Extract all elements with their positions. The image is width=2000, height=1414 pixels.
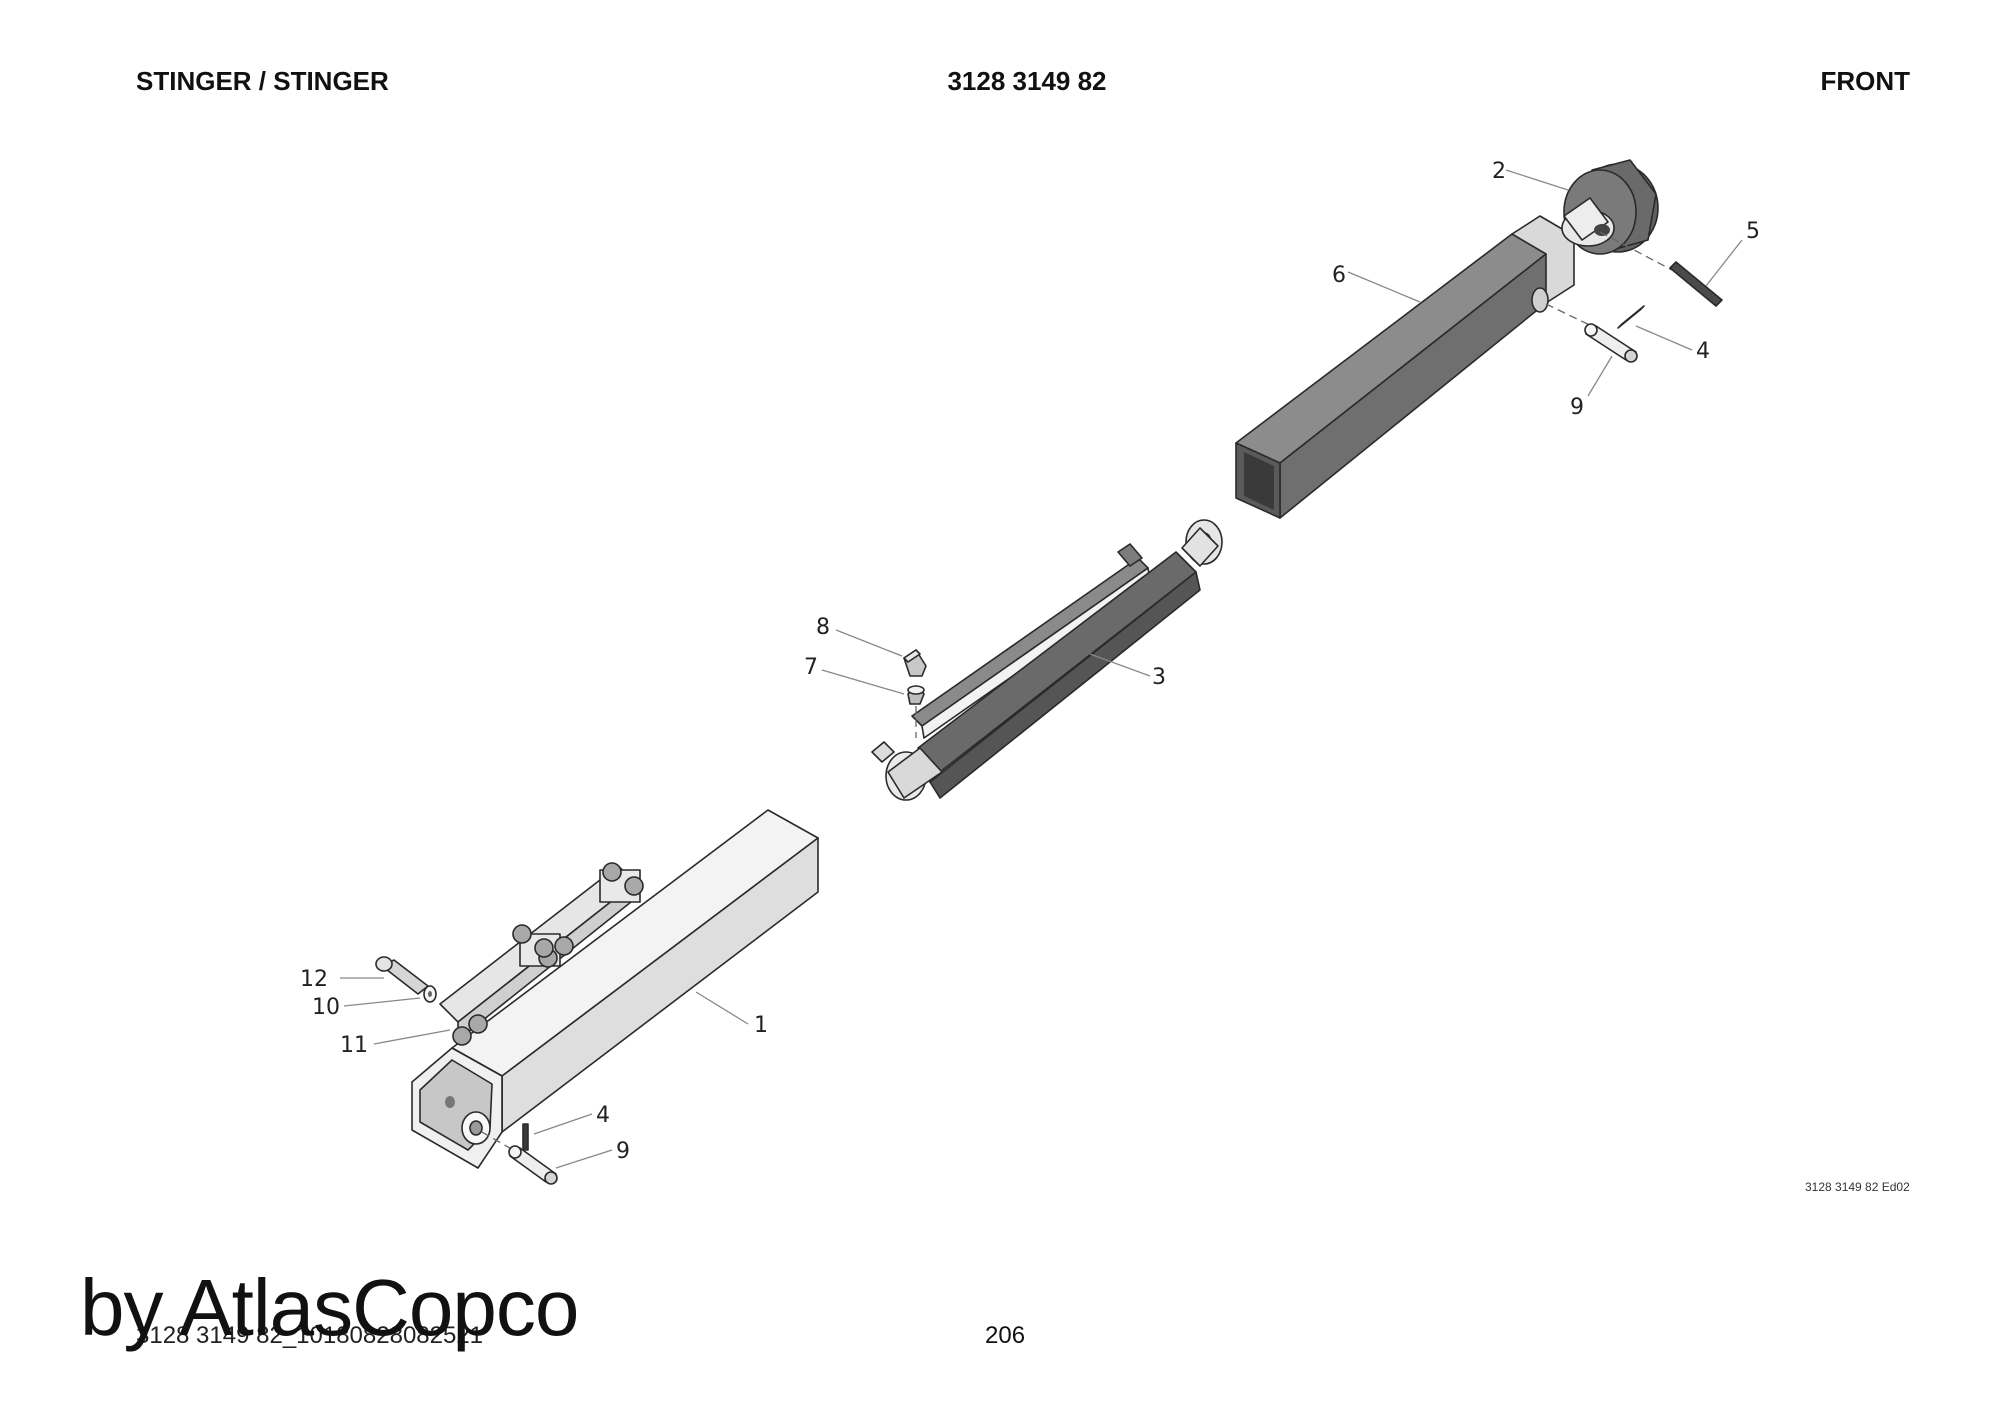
part-8-elbow-fitting [903,649,927,677]
page-number: 206 [985,1322,1026,1349]
callout-8: 8 [816,615,830,640]
document-title: STINGER / STINGER [136,66,389,96]
callout-4-lower: 4 [596,1103,610,1128]
part-11-nuts [452,862,644,1046]
part-number: 3128 3149 82 [947,66,1107,96]
part-12-bolt [375,956,429,995]
footer-file-id: 3128 3149 82_10180828082521 [136,1322,484,1349]
part-4-spring-pin-lower [522,1123,529,1151]
view-label: FRONT [1820,66,1910,96]
callout-10: 10 [312,995,340,1020]
part-5-pin [1669,261,1723,307]
part-3-hydraulic-cylinder [871,519,1223,801]
callout-11: 11 [340,1033,368,1058]
callout-5: 5 [1746,219,1760,244]
callout-9-lower: 9 [616,1139,630,1164]
callout-1: 1 [754,1013,768,1038]
part-1-boom-tube [411,809,819,1169]
callout-3: 3 [1152,665,1166,690]
callout-7: 7 [804,655,818,680]
callout-9-upper: 9 [1570,395,1584,420]
part-7-adapter [907,685,925,705]
part-2-roller [1561,159,1659,255]
part-10-washer [423,985,437,1003]
callout-6: 6 [1332,263,1346,288]
part-4-spring-pin-upper [1617,305,1645,329]
part-9-clevis-pin-upper [1584,323,1638,363]
part-9-clevis-pin-lower [508,1145,558,1185]
leader-lines [340,169,1743,1169]
callout-4-upper: 4 [1696,339,1710,364]
watermark: by AtlasCopco [80,1263,579,1352]
part-6-outer-tube [1235,215,1575,519]
callout-2: 2 [1492,159,1506,184]
drawing-reference: 3128 3149 82 Ed02 [1805,1180,1910,1194]
callout-12: 12 [300,967,328,992]
